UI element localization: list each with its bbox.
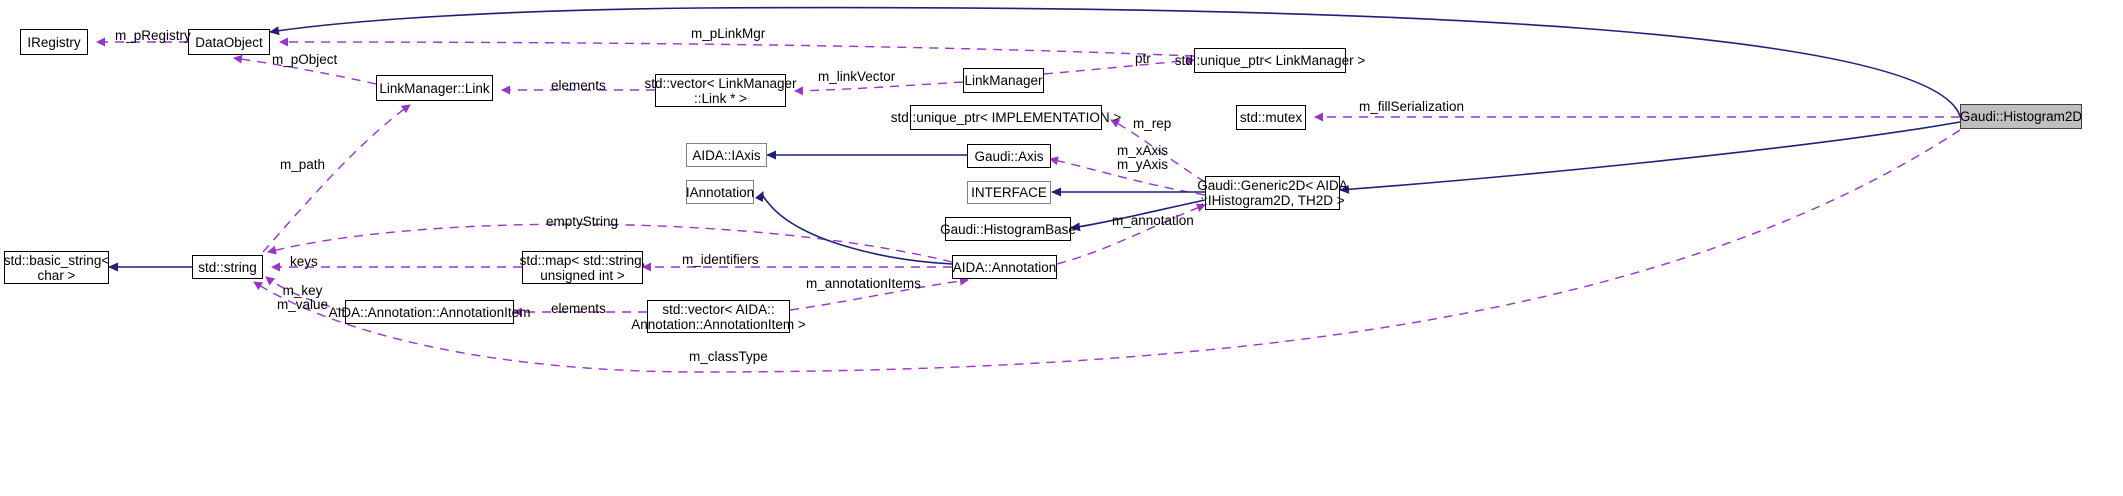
edge-ptr — [1043, 56, 1195, 75]
node-label: LinkManager — [964, 73, 1043, 88]
edge-m_pObject — [233, 54, 377, 85]
node-iregistry[interactable]: IRegistry — [20, 29, 88, 55]
node-linkmanager[interactable]: LinkManager — [963, 68, 1044, 93]
edge-label-m_pLinkMgr: m_pLinkMgr — [691, 26, 766, 41]
edge-label-m_fillSerialization: m_fillSerialization — [1359, 99, 1465, 114]
node-dataobject[interactable]: DataObject — [188, 29, 270, 55]
node-interface[interactable]: INTERFACE — [967, 181, 1051, 204]
edge-label-ptr: ptr — [1135, 51, 1151, 66]
node-label: Gaudi::HistogramBase — [940, 221, 1076, 237]
edge-emptyString — [267, 223, 953, 263]
node-label: std::unique_ptr< LinkManager > — [1174, 53, 1366, 68]
node-std-map-string-uint[interactable]: std::map< std::string, unsigned int > — [519, 251, 646, 284]
edge-m_annotationItems — [789, 276, 969, 311]
edge-label-keys: keys — [290, 254, 318, 269]
node-label: INTERFACE — [971, 185, 1047, 200]
node-label: Gaudi::Histogram2D — [1959, 109, 2083, 124]
edge-label-m_linkVector: m_linkVector — [818, 69, 896, 84]
node-label: Gaudi::Axis — [974, 148, 1044, 164]
node-linkmanager-link[interactable]: LinkManager::Link — [376, 75, 493, 101]
node-vector-annotation-item[interactable]: std::vector< AIDA:: Annotation::Annotati… — [631, 300, 806, 333]
edge-inherit-dataobject-histogram2d — [269, 6, 1961, 117]
edge-m_key-m_value — [265, 276, 346, 312]
edge-inherit-generic2d-histogram2d — [1339, 121, 1961, 194]
node-unique-ptr-linkmanager[interactable]: std::unique_ptr< LinkManager > — [1175, 48, 1365, 73]
edge-m_annotation — [1056, 203, 1206, 265]
node-label: AIDA::Annotation — [952, 259, 1057, 275]
node-label: AIDA::Annotation::AnnotationItem — [328, 304, 531, 320]
node-vector-linkmanager-link[interactable]: std::vector< LinkManager ::Link * > — [645, 74, 796, 107]
edge-label-m_annotation: m_annotation — [1112, 213, 1194, 228]
edge-label-m_pObject: m_pObject — [272, 52, 338, 67]
node-std-mutex[interactable]: std::mutex — [1236, 105, 1306, 130]
node-label: std::mutex — [1239, 110, 1303, 125]
edge-inherit-annotation-iannotation — [754, 191, 953, 265]
edge-label-m_rep: m_rep — [1133, 116, 1172, 131]
node-annotation-item[interactable]: AIDA::Annotation::AnnotationItem — [329, 300, 530, 324]
node-label: std::unique_ptr< IMPLEMENTATION > — [890, 110, 1122, 125]
node-label: Gaudi::Generic2D< AIDA ::IHistogram2D, T… — [1197, 178, 1348, 208]
node-iannotation[interactable]: IAnnotation — [686, 180, 754, 204]
node-label: std::basic_string< char > — [3, 252, 110, 283]
edge-m_classType — [253, 129, 1961, 373]
node-gaudi-histogrambase[interactable]: Gaudi::HistogramBase — [940, 217, 1076, 241]
node-std-basic-string[interactable]: std::basic_string< char > — [4, 251, 109, 284]
node-label: std::map< std::string, unsigned int > — [519, 252, 646, 283]
edge-label-m_classType: m_classType — [689, 349, 768, 364]
edge-label-m_pRegistry: m_pRegistry — [115, 28, 191, 43]
edge-label-emptyString: emptyString — [546, 214, 619, 229]
node-label: LinkManager::Link — [379, 80, 490, 96]
edge-label-m_identifiers: m_identifiers — [682, 252, 759, 267]
edge-m_linkVector — [794, 81, 964, 96]
node-label: IRegistry — [27, 34, 81, 50]
edge-label-m_key-m_value: m_key m_value — [277, 283, 329, 312]
edge-m_path — [262, 104, 411, 253]
edge-label-elements-link: elements — [551, 78, 606, 93]
node-std-string[interactable]: std::string — [192, 255, 263, 279]
node-label: AIDA::IAxis — [692, 147, 761, 163]
node-label: IAnnotation — [685, 184, 755, 200]
node-aida-annotation[interactable]: AIDA::Annotation — [952, 255, 1057, 279]
edge-m_rep — [1110, 119, 1206, 183]
node-label: std::vector< LinkManager ::Link * > — [644, 75, 797, 106]
node-gaudi-generic2d[interactable]: Gaudi::Generic2D< AIDA ::IHistogram2D, T… — [1197, 176, 1348, 210]
edge-label-m_xAxis-m_yAxis: m_xAxis m_yAxis — [1117, 143, 1169, 172]
edge-m_pLinkMgr — [279, 37, 1195, 57]
node-aida-iaxis[interactable]: AIDA::IAxis — [686, 143, 767, 167]
node-label: std::string — [198, 259, 257, 275]
node-label: DataObject — [195, 34, 263, 50]
node-gaudi-axis[interactable]: Gaudi::Axis — [967, 144, 1051, 168]
node-gaudi-histogram2d[interactable]: Gaudi::Histogram2D — [1960, 104, 2082, 129]
edge-label-m_annotationItems: m_annotationItems — [806, 276, 921, 291]
edge-label-elements-annitem: elements — [551, 301, 606, 316]
edge-label-m_path: m_path — [280, 157, 326, 172]
node-unique-ptr-implementation[interactable]: std::unique_ptr< IMPLEMENTATION > — [891, 105, 1121, 130]
node-label: std::vector< AIDA:: Annotation::Annotati… — [631, 301, 806, 332]
edge-inherit-generic2d-histogrambase — [1070, 199, 1206, 232]
